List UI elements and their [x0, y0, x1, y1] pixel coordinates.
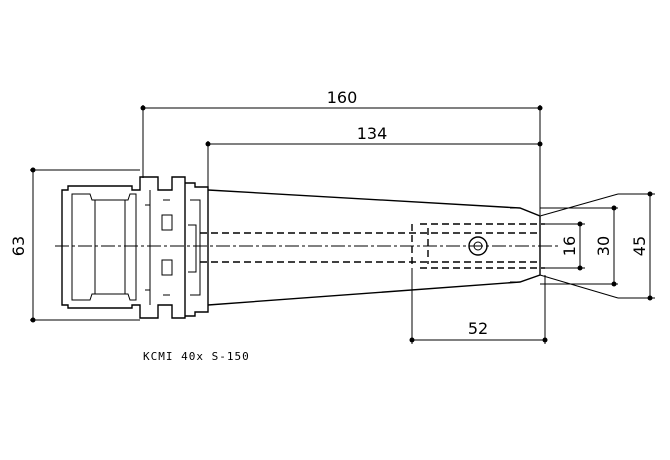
dim-text-neck: 30	[594, 236, 613, 256]
dim-tip-diameter: 45	[539, 191, 655, 301]
dim-text-tip: 45	[630, 236, 649, 256]
dim-insert-length: 52	[409, 268, 548, 344]
dim-neck-diameter: 30	[540, 205, 618, 287]
dim-text-body: 134	[357, 124, 388, 143]
taper-body	[207, 189, 541, 306]
collar-inner	[188, 199, 201, 296]
ring-detail	[145, 190, 170, 305]
dim-text-flange: 63	[9, 236, 28, 256]
tool-holder	[55, 176, 560, 319]
dim-text-bore: 16	[560, 236, 579, 256]
part-caption: KCMI 40x S-150	[143, 350, 250, 363]
collar-outline	[185, 182, 209, 317]
dim-bore-diameter: 16	[545, 221, 585, 271]
dim-overall-length: 160	[140, 88, 543, 215]
key-detail	[161, 214, 173, 276]
shank-outline	[61, 176, 186, 319]
dim-text-insert: 52	[468, 319, 488, 338]
dim-flange-diameter: 63	[9, 167, 140, 323]
dim-body-length: 134	[205, 124, 543, 187]
dim-text-overall: 160	[327, 88, 358, 107]
shank-inner	[71, 193, 137, 301]
